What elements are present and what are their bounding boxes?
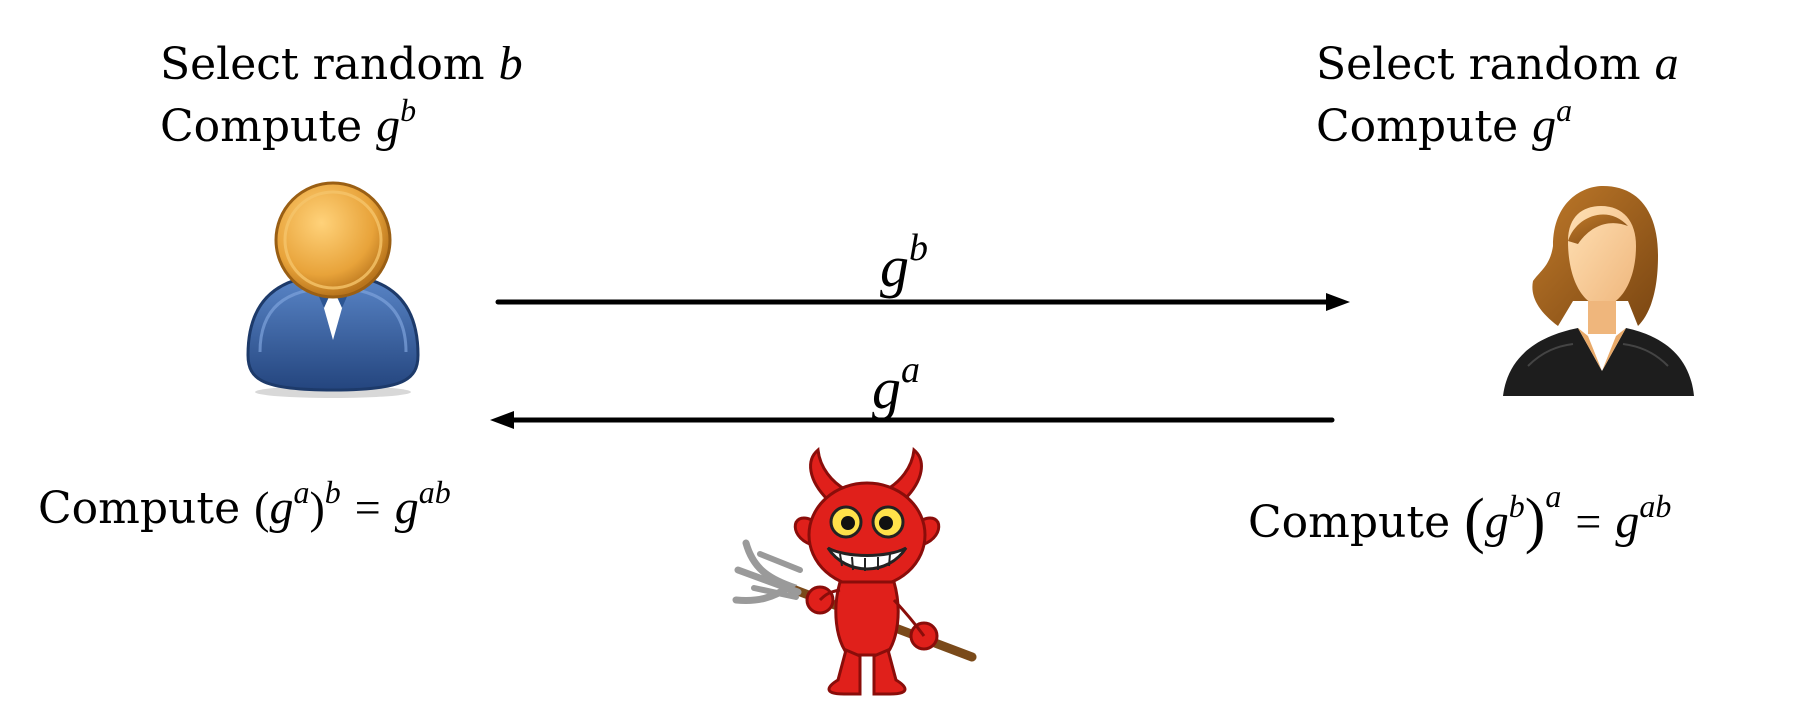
bob-compute-exp: b (400, 92, 417, 128)
bob-compute-base: g (376, 99, 401, 152)
message-1-exp: b (909, 227, 928, 269)
alice-compute-label: Compute (1316, 101, 1519, 152)
message-g-to-the-b: gb (880, 229, 928, 296)
bob-result-rhs-exp: ab (418, 474, 451, 510)
bob-result-close-paren: ) (309, 482, 325, 533)
bob-shared-secret-text: Compute (ga)b = gab (38, 476, 451, 534)
man-avatar-icon (246, 181, 420, 398)
arrow-bob-to-alice (495, 293, 1350, 311)
alice-result-rhs-exp: ab (1639, 488, 1672, 524)
alice-result-rhs-base: g (1615, 495, 1640, 548)
bob-compute-label: Compute (160, 101, 363, 152)
message-1-base: g (880, 234, 909, 299)
bob-result-outer-exp: b (324, 474, 341, 510)
alice-select-label: Select random (1316, 39, 1641, 90)
bob-result-open-paren: ( (254, 482, 270, 533)
bob-select-random-text: Select random b (160, 40, 523, 88)
alice-result-label: Compute (1248, 497, 1451, 548)
alice-result-base: g (1484, 495, 1509, 548)
bob-select-label: Select random (160, 39, 485, 90)
bob-result-base: g (269, 481, 294, 534)
alice-result-inner-exp: b (1508, 488, 1525, 524)
alice-result-equals: = (1575, 496, 1602, 547)
message-g-to-the-a: ga (872, 351, 920, 418)
alice-compute-exp: a (1556, 92, 1573, 128)
bob-result-equals: = (354, 482, 381, 533)
alice-shared-secret-text: Compute (gb)a = gab (1248, 480, 1672, 552)
alice-secret-var: a (1654, 37, 1679, 90)
alice-result-open-paren: ( (1464, 487, 1485, 555)
alice-compute-base: g (1532, 99, 1557, 152)
bob-result-rhs-base: g (394, 481, 419, 534)
woman-avatar-icon (1503, 186, 1694, 396)
devil-eavesdropper-icon (732, 447, 977, 696)
alice-compute-text: Compute ga (1316, 94, 1572, 152)
alice-result-close-paren: ) (1524, 487, 1546, 555)
bob-result-inner-exp: a (293, 474, 310, 510)
bob-compute-text: Compute gb (160, 94, 416, 152)
arrow-alice-to-bob (490, 411, 1335, 429)
alice-result-outer-exp: a (1545, 478, 1562, 514)
alice-select-random-text: Select random a (1316, 40, 1679, 88)
bob-secret-var: b (498, 37, 523, 90)
message-2-base: g (872, 356, 901, 421)
bob-result-label: Compute (38, 483, 241, 534)
message-2-exp: a (901, 349, 920, 391)
